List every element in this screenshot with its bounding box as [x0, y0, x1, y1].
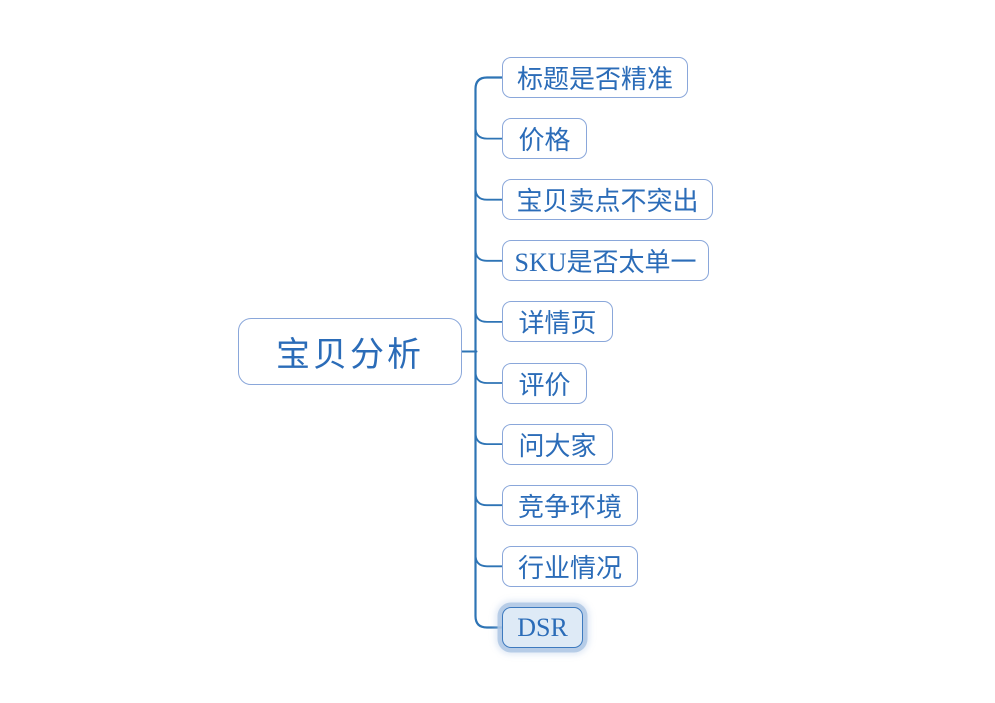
- topic-node[interactable]: 宝贝卖点不突出: [502, 179, 713, 221]
- topic-node[interactable]: 评价: [502, 362, 587, 404]
- topic-node[interactable]: 标题是否精准: [502, 57, 688, 98]
- topic-node[interactable]: SKU是否太单一: [502, 240, 709, 282]
- topic-node[interactable]: 价格: [502, 118, 587, 160]
- topic-node[interactable]: 详情页: [502, 301, 613, 343]
- topic-node[interactable]: 行业情况: [502, 545, 638, 587]
- topic-node-selected[interactable]: DSR: [502, 607, 583, 648]
- central-topic-node[interactable]: 宝贝分析: [238, 318, 462, 385]
- topic-node[interactable]: 问大家: [502, 423, 613, 465]
- topic-node[interactable]: 竞争环境: [502, 484, 638, 526]
